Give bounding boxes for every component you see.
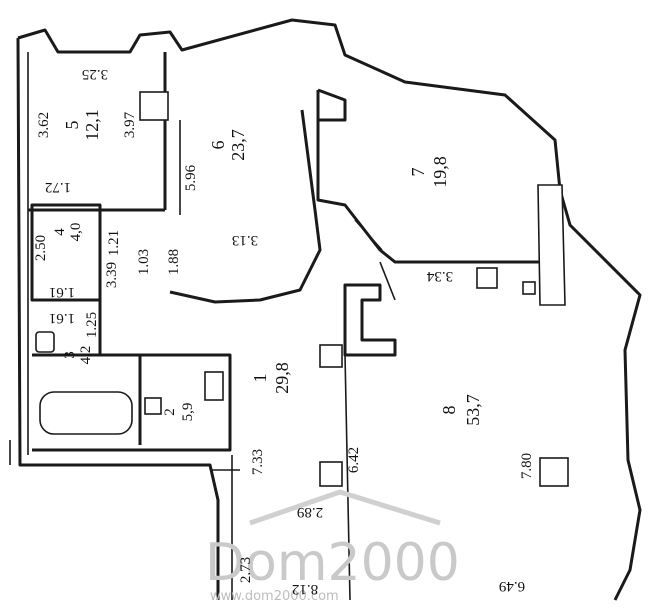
- dim-780: 7.80: [519, 453, 535, 479]
- room-8-number: 8: [439, 406, 459, 415]
- room-5-number: 5: [62, 121, 82, 130]
- dim-397: 3.97: [122, 111, 138, 138]
- room-3-area: 4,2: [78, 346, 94, 365]
- watermark: Dom2000 www.dom2000.com: [205, 489, 460, 604]
- bathtub-icon: [39, 391, 133, 435]
- stove-icon: [476, 267, 498, 289]
- room-3-number: 3: [62, 351, 78, 359]
- room-7-number: 7: [408, 168, 428, 177]
- radiator-icon-2: [319, 461, 343, 487]
- dim-733: 7.33: [250, 449, 266, 475]
- dim-289: 2.89: [297, 504, 323, 520]
- toilet-icon: [204, 371, 224, 401]
- dim-161a: 1.61: [49, 284, 75, 300]
- room-2-area: 5,9: [180, 403, 196, 422]
- watermark-url: www.dom2000.com: [210, 589, 339, 604]
- room-8-area: 53,7: [463, 394, 483, 426]
- room-2-number: 2: [162, 408, 178, 416]
- column-icon: [539, 457, 569, 487]
- room-labels: 5 12,1 6 23,7 7 19,8 4 4,0 3 4,2 2 5,9 1…: [52, 109, 483, 426]
- radiator-icon: [319, 344, 343, 368]
- dimension-labels: 3.62 3.97 3.25 1.72 5.96 3.13 2.50 1.61 …: [33, 66, 535, 597]
- dim-125: 1.25: [84, 312, 100, 338]
- dim-325: 3.25: [82, 66, 108, 82]
- room-7-area: 19,8: [430, 156, 450, 188]
- room-6-area: 23,7: [228, 129, 248, 161]
- vent-icon: [139, 91, 169, 121]
- room-4-number: 4: [52, 228, 68, 236]
- room-1-area: 29,8: [272, 362, 292, 394]
- outer-walls: [9, 18, 642, 601]
- dim-339: 3.39: [104, 262, 120, 288]
- room-6-number: 6: [208, 141, 228, 150]
- room-5-area: 12,1: [82, 109, 102, 141]
- dim-313: 3.13: [232, 232, 258, 248]
- dim-103: 1.03: [136, 249, 152, 275]
- washbasin-icon: [144, 397, 162, 415]
- dim-649: 6.49: [499, 578, 525, 594]
- dim-273: 2.73: [238, 557, 254, 583]
- window-icon: [522, 281, 536, 295]
- interior-walls: [28, 52, 566, 601]
- dim-250: 2.50: [33, 235, 49, 261]
- dim-121: 1.21: [106, 230, 122, 256]
- dim-188: 1.88: [166, 249, 182, 275]
- dim-161b: 1.61: [49, 310, 75, 326]
- room-4-area: 4,0: [68, 223, 84, 242]
- room-1-number: 1: [250, 374, 270, 383]
- watermark-text: Dom2000: [205, 533, 460, 593]
- dim-362: 3.62: [36, 112, 52, 138]
- dim-172: 1.72: [45, 179, 71, 195]
- fixtures: [35, 91, 569, 487]
- dim-642: 6.42: [346, 447, 362, 473]
- dim-596: 5.96: [183, 164, 199, 191]
- dim-812: 8.12: [292, 581, 318, 597]
- sink-icon: [35, 331, 55, 353]
- dim-334: 3.34: [426, 268, 453, 284]
